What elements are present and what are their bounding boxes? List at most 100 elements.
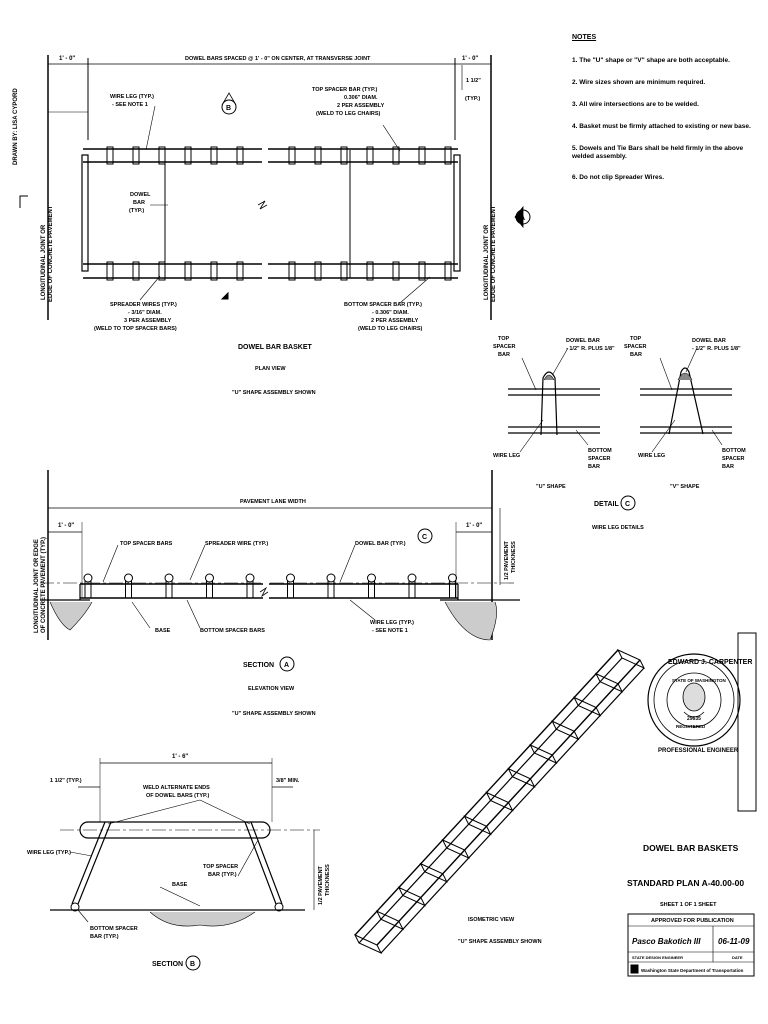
seal-registered: REGISTERED <box>676 724 706 729</box>
detail-l-wire-leg: WIRE LEG <box>493 453 520 459</box>
note-4: 4. Basket must be firmly attached to exi… <box>572 123 751 131</box>
dowel-end <box>205 573 214 583</box>
detail-r-dowel-2: - 1/2" R. PLUS 1/8" <box>692 346 741 352</box>
wire-leg-top <box>288 146 296 165</box>
secA-subtitle: ELEVATION VIEW <box>248 686 295 692</box>
wire-leg-bottom <box>236 261 244 281</box>
secB-thickness-2: THICKNESS <box>325 864 331 896</box>
section-b <box>50 758 320 971</box>
note-6: 6. Do not clip Spreader Wires. <box>572 173 665 181</box>
wire-leg-bottom <box>366 261 374 281</box>
secA-left-dim: 1' - 0" <box>58 523 74 529</box>
iso-dowel <box>463 815 492 836</box>
detail-title: DETAIL <box>594 501 619 508</box>
detail-l-top-2: SPACER <box>493 344 516 350</box>
detail-l-dowel-2: - 1/2" R. PLUS 1/8" <box>566 346 615 352</box>
dowel-end <box>164 573 174 583</box>
wire-leg <box>449 580 456 598</box>
iso-dowel <box>353 933 383 955</box>
plan-bottom-spacer-4: (WELD TO LEG CHAIRS) <box>358 326 423 332</box>
side-note: DRAWN BY: LISA CYPORD <box>13 88 19 165</box>
secB-left-dim: 1 1/2" (TYP.) <box>50 778 82 784</box>
iso-dowel <box>573 696 602 717</box>
plan-top-spacer-1: TOP SPACER BAR (TYP.) <box>312 87 377 93</box>
section-a-elevation <box>40 470 520 672</box>
wire-leg <box>287 580 294 598</box>
wire-leg-bottom <box>210 261 218 281</box>
wire-leg-top <box>444 146 452 165</box>
secA-dowel: DOWEL BAR (TYP.) <box>355 541 406 547</box>
detail-r-top-3: BAR <box>630 352 642 358</box>
secB-weld-2: OF DOWEL BARS (TYP.) <box>146 793 210 799</box>
iso-dowel <box>375 910 404 931</box>
plan-subtitle: PLAN VIEW <box>255 366 286 372</box>
dowel-end <box>407 573 417 583</box>
plan-right-joint-2: EDGE OF CONCRETE PAVEMENT <box>491 205 497 302</box>
wire-leg-bottom <box>184 261 192 281</box>
secA-callout-c: C <box>422 534 427 541</box>
wire-leg <box>408 580 416 598</box>
plan-top-spacer-2: 0.306" DIAM. <box>344 95 378 101</box>
wire-leg <box>246 580 254 598</box>
plan-bottom-spacer-3: 2 PER ASSEMBLY <box>371 318 419 324</box>
plan-view-basket <box>19 55 531 320</box>
plan-spreader-1: SPREADER WIRES (TYP.) <box>110 302 177 308</box>
tb-signature: Pasco Bakotich III <box>632 937 701 946</box>
notes-panel: NOTES 1. The "U" shape or "V" shape are … <box>572 34 762 182</box>
secA-wire-leg-1: WIRE LEG (TYP.) <box>370 620 414 626</box>
detail-r-wire-leg: WIRE LEG <box>638 453 665 459</box>
iso-dowel <box>419 862 448 883</box>
secB-top-spacer-1: TOP SPACER <box>203 864 238 870</box>
iso-dowel <box>551 720 580 741</box>
secA-right-dim: 1' - 0" <box>466 523 482 529</box>
detail-r-top-2: SPACER <box>624 344 647 350</box>
plan-right-dim: 1' - 0" <box>462 56 478 62</box>
tb-sheet: SHEET 1 OF 1 SHEET <box>660 902 717 908</box>
secB-weld-1: WELD ALTERNATE ENDS <box>143 785 210 791</box>
secA-thickness-2: THICKNESS <box>511 541 517 573</box>
wire-leg-top <box>392 146 400 165</box>
wire-leg-bottom <box>106 261 114 281</box>
wire-leg-bottom <box>340 261 348 281</box>
secA-thickness-1: 1/2 PAVEMENT <box>504 540 510 580</box>
isometric-basket <box>353 648 646 955</box>
wire-leg <box>368 580 375 598</box>
detail-l-top-3: BAR <box>498 352 510 358</box>
plan-dowel-3: (TYP.) <box>129 208 144 214</box>
plan-dowel-1: DOWEL <box>130 192 151 198</box>
wire-leg-top <box>106 146 114 165</box>
tb-plan: STANDARD PLAN A-40.00-00 <box>627 878 744 888</box>
wire-leg-top <box>366 146 374 165</box>
plan-dowel-2: BAR <box>133 200 145 206</box>
secA-title: SECTION <box>243 662 274 669</box>
dowel-end <box>124 573 133 583</box>
secB-callout: B <box>190 961 195 968</box>
tb-role: STATE DESIGN ENGINEER <box>632 955 683 960</box>
note-5: 5. Dowels and Tie Bars shall be held fir… <box>572 145 744 161</box>
wire-leg <box>327 580 335 598</box>
iso-dowel <box>529 743 558 765</box>
wire-leg-bottom <box>132 261 140 281</box>
wire-leg-bottom <box>392 261 400 281</box>
dowel-end <box>326 573 336 583</box>
detail-l-top-1: TOP <box>498 336 510 342</box>
wire-leg <box>165 580 173 598</box>
wire-leg-bottom <box>288 261 296 281</box>
secB-width: 1' - 6" <box>172 754 188 760</box>
detail-r-dowel-1: DOWEL BAR <box>692 338 726 344</box>
detail-subtitle: WIRE LEG DETAILS <box>592 525 644 531</box>
plan-spacing-label: DOWEL BARS SPACED @ 1' - 0" ON CENTER, A… <box>185 56 371 62</box>
plan-half-in-2: (TYP.) <box>465 96 480 102</box>
plan-callout-a: A <box>520 215 525 222</box>
secB-base: BASE <box>172 882 188 888</box>
plan-right-joint-1: LONGITUDINAL JOINT OR <box>484 224 490 300</box>
detail-r-bottom-2: SPACER <box>722 456 745 462</box>
secA-subtitle2: "U" SHAPE ASSEMBLY SHOWN <box>232 711 316 717</box>
iso-subtitle: "U" SHAPE ASSEMBLY SHOWN <box>458 939 542 945</box>
title-block-frame <box>627 913 755 977</box>
seal-name: EDWARD J. CARPENTER <box>668 659 752 666</box>
plan-top-spacer-4: (WELD TO LEG CHAIRS) <box>316 111 381 117</box>
iso-dowel <box>397 886 426 907</box>
plan-subtitle2: "U" SHAPE ASSEMBLY SHOWN <box>232 390 316 396</box>
secB-wire-leg: WIRE LEG (TYP.) <box>27 850 71 856</box>
